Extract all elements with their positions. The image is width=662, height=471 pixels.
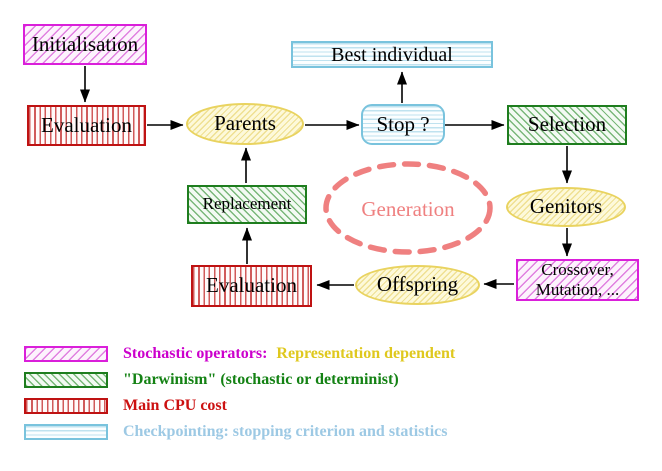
legend-label-cpu-cost: Main CPU cost (123, 397, 227, 414)
legend-row-checkpointing: Checkpointing: stopping criterion and st… (24, 423, 447, 441)
legend-row-darwinism: "Darwinism" (stochastic or determinist) (24, 371, 399, 389)
magenta-diagonal-hatch-swatch (24, 346, 108, 362)
node-best-individual: Best individual (291, 41, 493, 68)
node-parents: Parents (186, 103, 304, 145)
crossover-mutation-text: Crossover, Mutation, ... (536, 260, 620, 300)
node-initialisation: Initialisation (23, 24, 147, 65)
node-selection: Selection (507, 105, 627, 145)
legend-label-darwinism: "Darwinism" (stochastic or determinist) (123, 371, 399, 388)
node-genitors: Genitors (506, 187, 626, 227)
node-offspring: Offspring (355, 265, 480, 305)
generation-dashed-ellipse (323, 161, 493, 255)
legend-label-stochastic: Stochastic operators: (123, 345, 268, 362)
crossover-line: Crossover, (541, 259, 614, 279)
red-vertical-lines-swatch (24, 398, 108, 414)
cyan-horizontal-lines-swatch (24, 424, 108, 440)
legend-label-checkpointing: Checkpointing: stopping criterion and st… (123, 423, 448, 440)
legend-row-stochastic: Stochastic operators: Representation dep… (24, 345, 455, 363)
node-evaluation-top: Evaluation (27, 105, 146, 146)
node-evaluation-bottom: Evaluation (191, 265, 312, 307)
generation-label: Generation (361, 196, 455, 221)
mutation-line: Mutation, ... (535, 280, 620, 299)
node-stop: Stop ? (361, 104, 445, 145)
node-crossover-mutation: Crossover, Mutation, ... (516, 259, 639, 301)
legend-label-representation: Representation dependent (276, 345, 456, 362)
green-diagonal-hatch-swatch (24, 372, 108, 388)
node-replacement: Replacement (187, 185, 307, 224)
legend-row-cpu-cost: Main CPU cost (24, 397, 227, 415)
